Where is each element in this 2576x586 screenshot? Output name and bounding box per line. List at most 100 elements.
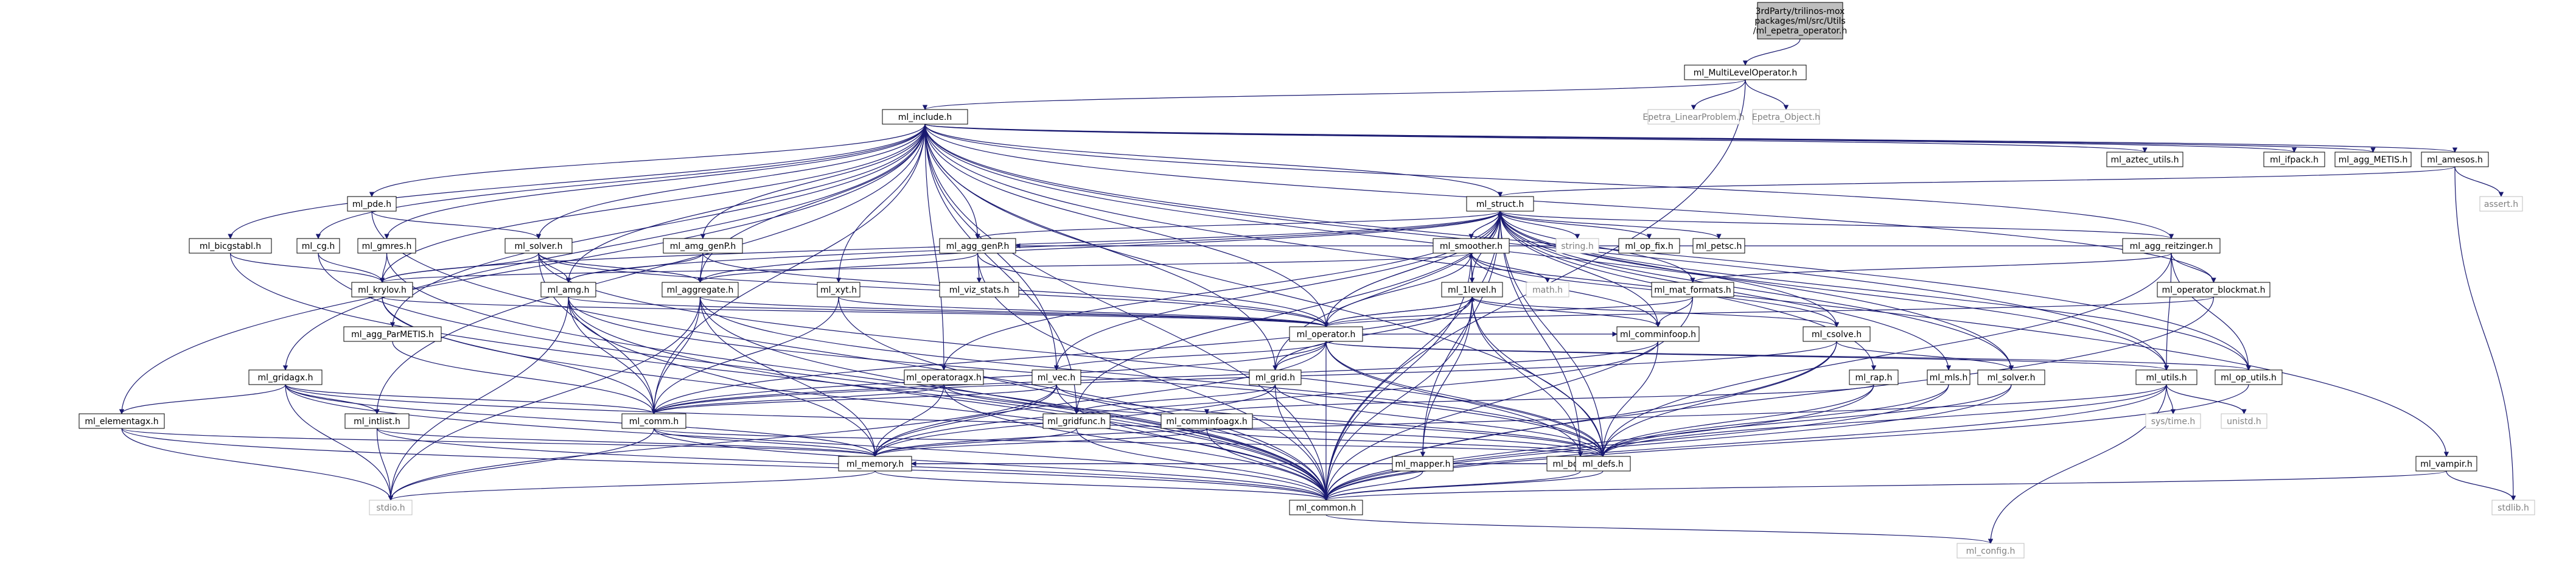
edge-opagx-to-comm xyxy=(651,384,944,414)
edge-inc-to-cg xyxy=(315,124,926,239)
node-assert[interactable]: assert.h xyxy=(2479,196,2523,212)
node-dsolve[interactable]: ml_solver.h xyxy=(1977,369,2045,385)
node-krylov[interactable]: ml_krylov.h xyxy=(351,282,413,298)
node-agggen-label-0: ml_agg_genP.h xyxy=(946,242,1010,251)
node-comm[interactable]: ml_comm.h xyxy=(621,413,686,429)
node-agggen[interactable]: ml_agg_genP.h xyxy=(939,238,1016,254)
node-csolve[interactable]: ml_csolve.h xyxy=(1803,326,1871,342)
edge-grid-to-common xyxy=(1274,384,1329,501)
node-oper[interactable]: ml_operator.h xyxy=(1289,326,1363,342)
edge-inc-to-pde xyxy=(369,124,926,197)
edge-commop-to-comm xyxy=(651,341,1659,414)
node-solver-box xyxy=(504,238,573,254)
node-bicg[interactable]: ml_bicgstabl.h xyxy=(189,238,272,254)
node-solver[interactable]: ml_solver.h xyxy=(504,238,573,254)
node-1level[interactable]: ml_1level.h xyxy=(1441,282,1503,298)
node-mapper[interactable]: ml_mapper.h xyxy=(1392,456,1454,472)
edge-inc-to-aggmet xyxy=(924,124,2375,153)
node-utils[interactable]: ml_utils.h xyxy=(2135,369,2197,385)
node-opblk-box xyxy=(2157,282,2271,298)
node-cmagx[interactable]: ml_comminfoagx.h xyxy=(1161,413,1253,429)
edge-1level-to-smooth xyxy=(1468,253,1474,283)
dependency-edges xyxy=(119,38,2516,544)
node-mapper-box xyxy=(1392,456,1454,472)
node-defs[interactable]: ml_defs.h xyxy=(1575,456,1631,472)
node-mls[interactable]: ml_mls.h xyxy=(1927,369,1970,385)
edge-pde-to-common xyxy=(371,211,1329,501)
edge-struct-to-dsolve xyxy=(1499,211,2014,371)
node-elp[interactable]: Epetra_LinearProblem.h xyxy=(1642,109,1745,125)
node-ifpack[interactable]: ml_ifpack.h xyxy=(2263,152,2325,167)
node-amg[interactable]: ml_amg.h xyxy=(540,282,596,298)
node-aggreg[interactable]: ml_aggregate.h xyxy=(661,282,739,298)
node-smooth[interactable]: ml_smoother.h xyxy=(1433,238,1510,254)
node-string[interactable]: string.h xyxy=(1555,238,1599,254)
node-aztec[interactable]: ml_aztec_utils.h xyxy=(2106,152,2183,167)
node-intlst[interactable]: ml_intlist.h xyxy=(344,413,410,429)
node-vec-label-0: ml_vec.h xyxy=(1038,373,1075,383)
node-petsc-box xyxy=(1692,238,1745,254)
edge-amg-to-common xyxy=(568,296,1329,501)
node-pde[interactable]: ml_pde.h xyxy=(347,196,397,212)
edge-gridag-to-comm xyxy=(285,384,657,414)
node-vec[interactable]: ml_vec.h xyxy=(1031,369,1081,385)
edge-1level-to-csolve xyxy=(1471,296,1840,327)
node-vampir[interactable]: ml_vampir.h xyxy=(2415,456,2477,472)
node-common[interactable]: ml_common.h xyxy=(1289,500,1363,515)
node-grid[interactable]: ml_grid.h xyxy=(1249,369,1302,385)
node-stdio[interactable]: stdio.h xyxy=(369,500,413,515)
node-amesos[interactable]: ml_amesos.h xyxy=(2421,152,2489,167)
node-unistd[interactable]: unistd.h xyxy=(2221,413,2267,429)
node-mlop[interactable]: ml_MultiLevelOperator.h xyxy=(1684,65,1807,80)
node-opblk[interactable]: ml_operator_blockmat.h xyxy=(2157,282,2271,298)
edge-intlst-to-memory xyxy=(376,428,878,457)
node-aggmet[interactable]: ml_agg_METIS.h xyxy=(2334,152,2412,167)
node-xyt[interactable]: ml_xyt.h xyxy=(817,282,860,298)
node-math[interactable]: math.h xyxy=(1526,282,1569,298)
node-memory[interactable]: ml_memory.h xyxy=(838,456,912,472)
node-config[interactable]: ml_config.h xyxy=(1956,543,2025,559)
edge-inc-to-comm xyxy=(651,124,926,414)
edge-xyt-to-comm xyxy=(651,296,839,414)
node-gridfn[interactable]: ml_gridfunc.h xyxy=(1042,413,1111,429)
node-gmres[interactable]: ml_gmres.h xyxy=(357,238,416,254)
node-opfix[interactable]: ml_op_fix.h xyxy=(1618,238,1680,254)
node-oputil[interactable]: ml_op_utils.h xyxy=(2215,369,2283,385)
node-systime[interactable]: sys/time.h xyxy=(2145,413,2201,429)
edge-gmres-to-common xyxy=(386,253,1329,501)
edge-rap-to-common xyxy=(1323,384,1874,501)
node-stdlib[interactable]: stdlib.h xyxy=(2491,500,2535,515)
node-cg[interactable]: ml_cg.h xyxy=(296,238,340,254)
node-struct[interactable]: ml_struct.h xyxy=(1466,196,1534,212)
node-reitz[interactable]: ml_agg_reitzinger.h xyxy=(2122,238,2221,254)
node-parmet[interactable]: ml_agg_ParMETIS.h xyxy=(343,326,442,342)
node-matfmt[interactable]: ml_mat_formats.h xyxy=(1651,282,1734,298)
node-rap[interactable]: ml_rap.h xyxy=(1849,369,1899,385)
node-genP[interactable]: ml_amg_genP.h xyxy=(663,238,743,254)
node-commop[interactable]: ml_comminfoop.h xyxy=(1616,326,1700,342)
node-root[interactable]: 3rdParty/trilinos-moxpackages/ml/src/Uti… xyxy=(1753,2,1847,40)
node-intlst-box xyxy=(344,413,410,429)
node-utils-box xyxy=(2135,369,2197,385)
edge-inc-to-elemag xyxy=(119,124,926,414)
edge-struct-to-aggreg xyxy=(697,211,1501,283)
edge-bicg-to-krylov xyxy=(229,253,385,283)
node-opagx[interactable]: ml_operatoragx.h xyxy=(904,369,984,385)
node-oputil-box xyxy=(2215,369,2283,385)
edge-comm-to-memory xyxy=(653,428,878,457)
node-elemag[interactable]: ml_elementagx.h xyxy=(79,413,165,429)
edge-reitz-to-opblk xyxy=(2171,253,2216,283)
edge-struct-to-oputil xyxy=(1499,211,2252,371)
node-intlst-label-0: ml_intlist.h xyxy=(354,417,400,427)
node-inc[interactable]: ml_include.h xyxy=(882,109,968,125)
node-vizst[interactable]: ml_viz_stats.h xyxy=(939,282,1019,298)
node-petsc[interactable]: ml_petsc.h xyxy=(1692,238,1745,254)
node-mlop-box xyxy=(1684,65,1807,80)
edge-struct-to-petsc xyxy=(1499,211,1722,239)
node-eobj[interactable]: Epetra_Object.h xyxy=(1752,109,1820,125)
edge-1level-to-defs xyxy=(1471,296,1606,457)
node-rap-box xyxy=(1849,369,1899,385)
edge-inc-to-krylov xyxy=(379,124,926,283)
edge-cmagx-to-defs xyxy=(1206,428,1605,457)
node-gridag[interactable]: ml_gridagx.h xyxy=(248,369,323,385)
